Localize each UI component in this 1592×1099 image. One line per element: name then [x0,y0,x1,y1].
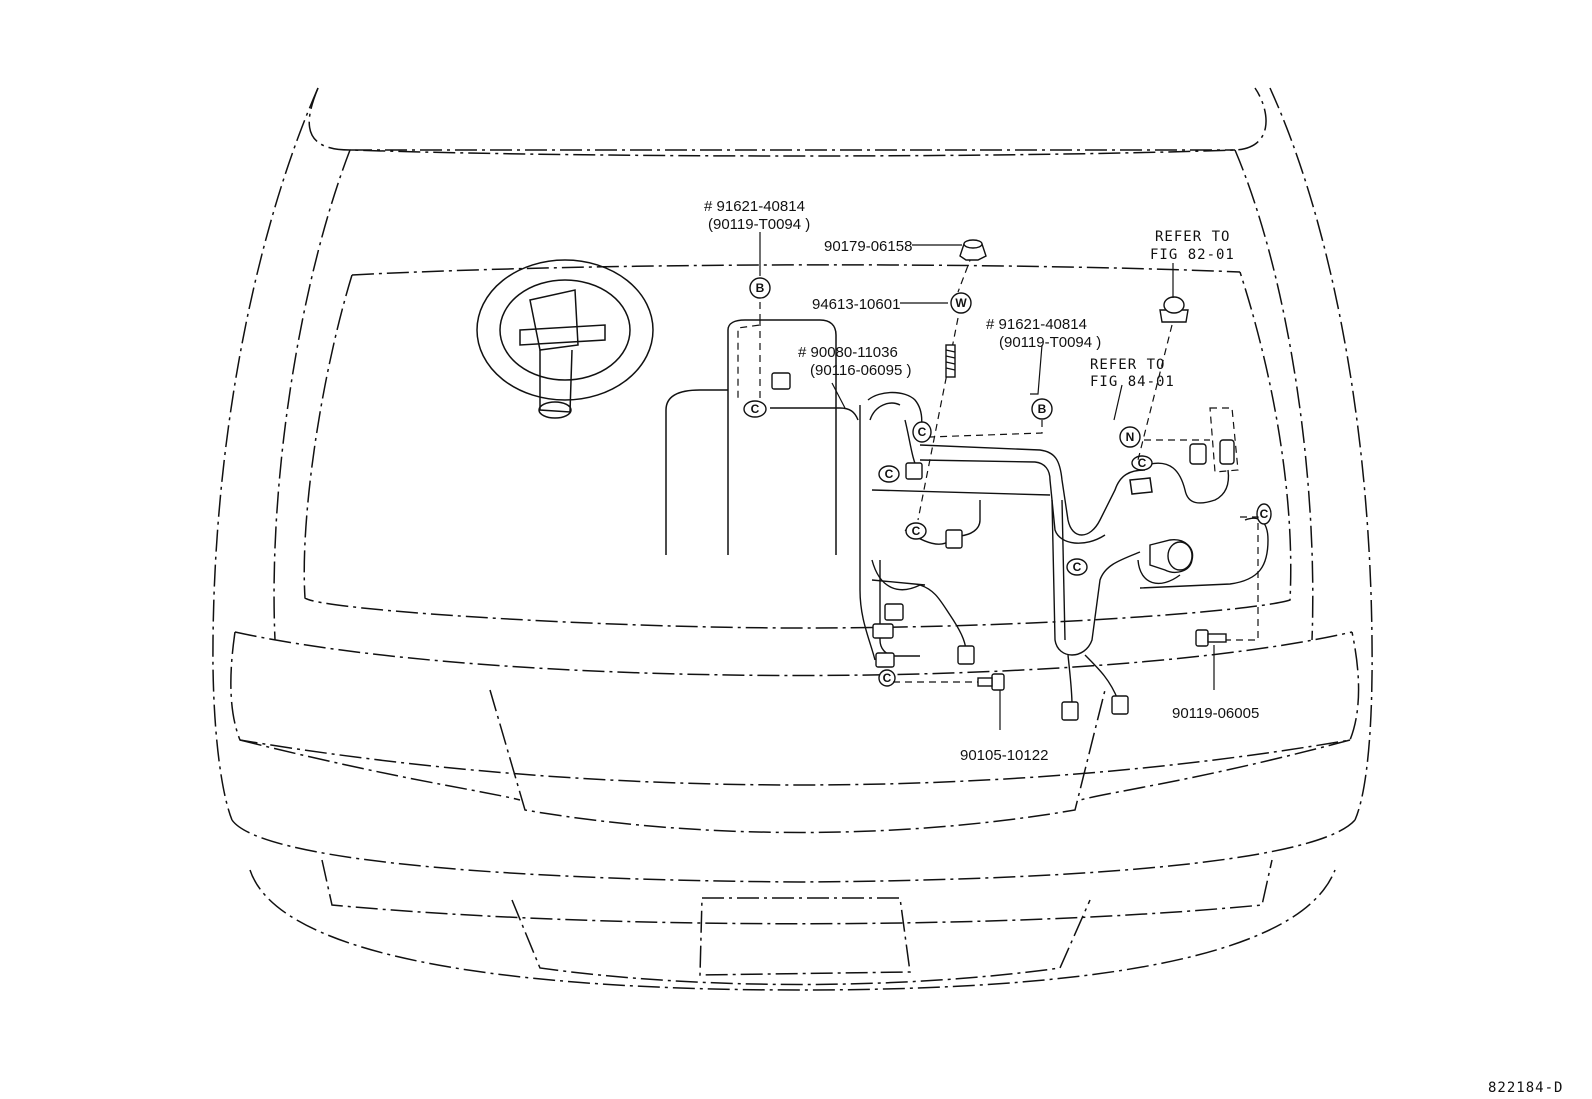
grommet-icon [1159,296,1189,323]
part-label-90179: 90179-06158 [824,238,912,255]
svg-text:B: B [756,281,765,295]
svg-text:C: C [885,467,894,481]
part-label-90105: 90105-10122 [960,747,1048,764]
connector-2 [905,462,923,480]
clip-mark-5: C [1131,455,1153,471]
connector-3 [945,529,963,549]
svg-text:C: C [751,402,760,416]
connector-6 [957,645,975,665]
clip-mark-8: C [878,669,896,687]
svg-text:N: N [1126,430,1135,444]
part-label-90119-top: (90119-T0094 ) [708,216,810,233]
engine-block-outline [665,319,837,555]
badge-b-right: B [1031,398,1053,420]
fasteners [945,239,1227,691]
nut-icon [959,239,987,261]
svg-text:B: B [1038,402,1047,416]
dashed-leaders [737,254,1259,683]
part-label-90116: (90116-06095 ) [810,362,911,379]
part-label-94613: 94613-10601 [812,296,900,313]
bolt-icon [977,673,1005,691]
part-labels: # 91621-40814 (90119-T0094 ) 90179-06158… [704,198,1563,1096]
svg-text:W: W [955,296,967,310]
svg-text:C: C [912,524,921,538]
refer-fig-84-line1: REFER TO [1090,357,1165,373]
connector-5 [872,623,894,639]
brake-booster [476,259,654,419]
clip-mark-7: C [1256,503,1272,525]
stud-icon [945,344,956,378]
clip-marks: C C C C C C C C [743,400,1272,687]
svg-text:C: C [1073,560,1082,574]
svg-text:C: C [918,425,927,439]
clip-mark-1: C [743,400,767,418]
connector-8 [1061,701,1079,721]
connector-1 [771,372,791,390]
diagram-code: 822184-D [1488,1080,1563,1096]
svg-text:C: C [1260,507,1269,521]
clip-mark-4: C [905,522,927,540]
connector-10 [1189,443,1207,465]
clip-mark-6: C [1066,558,1088,576]
connector-4 [884,603,904,621]
badge-w: W [950,292,972,314]
connector-9 [1111,695,1129,715]
refer-fig-82-line1: REFER TO [1155,229,1230,245]
clip-mark-3: C [878,465,900,483]
bolt-icon [1195,629,1227,647]
part-label-91621-top: # 91621-40814 [704,198,805,215]
part-label-90119-mid: (90119-T0094 ) [999,334,1101,351]
badges: B W B N [749,277,1141,448]
part-label-90080: # 90080-11036 [798,344,898,361]
svg-text:C: C [883,671,892,685]
refer-fig-84-line2: FIG 84-01 [1090,374,1175,390]
badge-b-left: B [749,277,771,299]
clip-mark-2: C [912,421,932,443]
refer-fig-82-line2: FIG 82-01 [1150,247,1235,263]
connector-11 [1219,439,1235,465]
vehicle-body-outline [212,87,1373,991]
wiring-harness [770,391,1269,706]
svg-text:C: C [1138,456,1147,470]
label-leaders [759,232,1215,730]
part-label-90119-06005: 90119-06005 [1172,705,1259,722]
part-label-91621-mid: # 91621-40814 [986,316,1087,333]
connector-7 [875,652,895,668]
connectors [771,372,1239,721]
badge-n: N [1119,426,1141,448]
